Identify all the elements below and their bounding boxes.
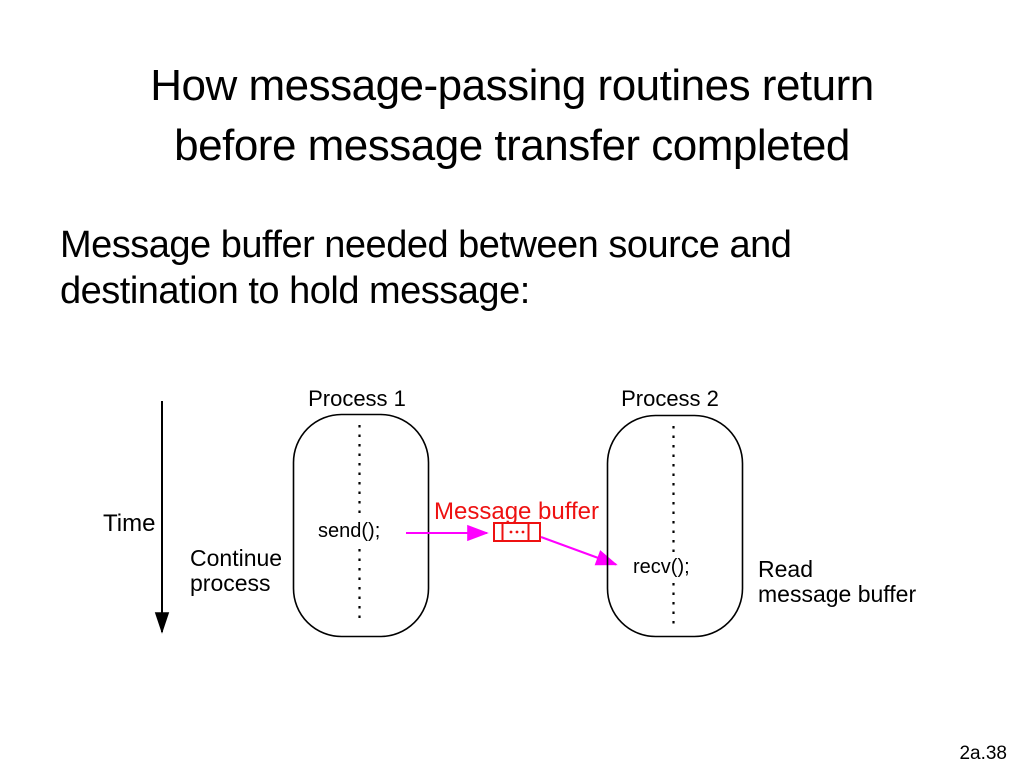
slide-body-text: Message buffer needed between source and…: [60, 222, 940, 314]
message-buffer-box: [493, 522, 541, 542]
process1-box: [292, 413, 430, 638]
process2-label: Process 2: [621, 386, 719, 411]
page-number: 2a.38: [959, 743, 1007, 764]
process2-box: [606, 414, 744, 638]
process1-label: Process 1: [308, 386, 406, 411]
message-passing-diagram: Time Continue process Process 1 send(); …: [103, 386, 916, 638]
slide-title-line1: How message-passing routines return: [150, 61, 874, 110]
continue-process-label-line2: process: [190, 570, 271, 596]
recv-arrow: [540, 536, 618, 566]
slide-title-line2: before message transfer completed: [174, 121, 850, 170]
send-call-label: send();: [318, 520, 380, 542]
read-buffer-label-line2: message buffer: [758, 581, 916, 607]
read-buffer-label-line1: Read: [758, 556, 813, 582]
slide-body-line1: Message buffer needed between source and: [60, 224, 792, 266]
recv-call-label: recv();: [633, 556, 690, 578]
continue-process-label-line1: Continue: [190, 545, 282, 571]
message-buffer-label: Message buffer: [434, 498, 599, 525]
time-label: Time: [103, 510, 155, 537]
slide-title: How message-passing routines return befo…: [0, 56, 1024, 176]
slide-body-line2: destination to hold message:: [60, 270, 530, 312]
